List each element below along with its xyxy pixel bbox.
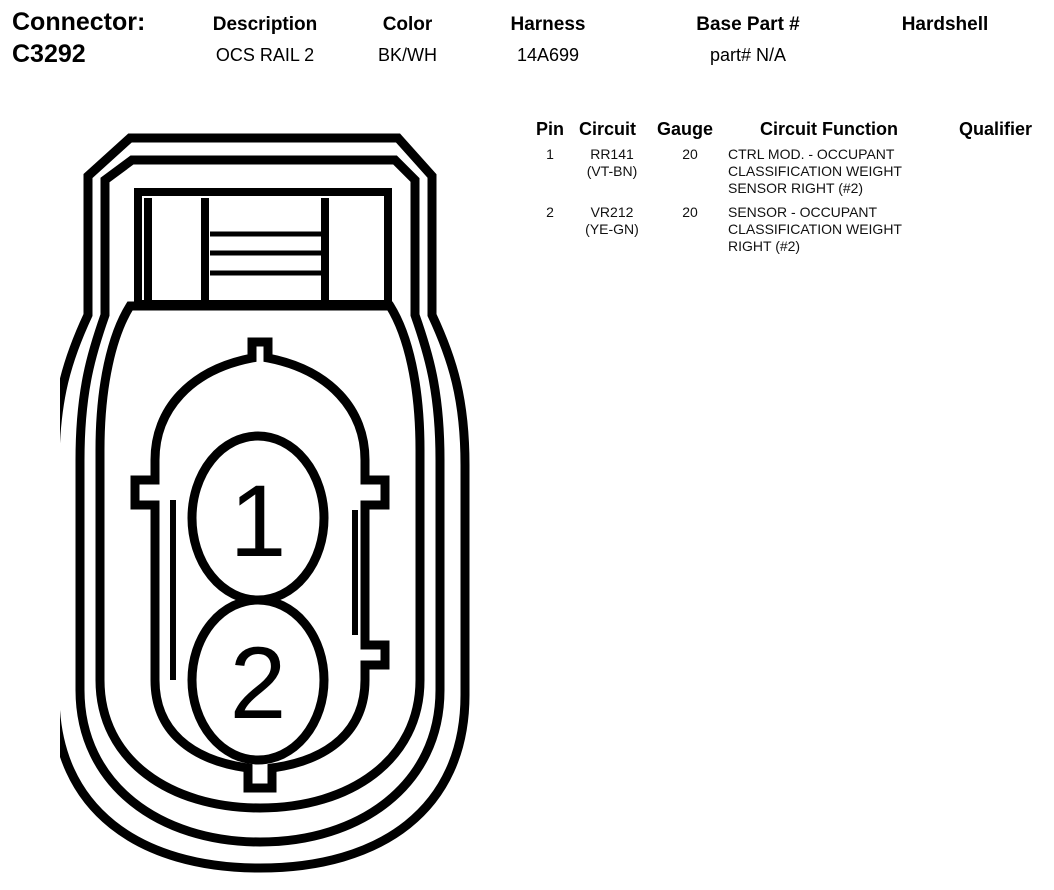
function-column-header: Circuit Function — [760, 119, 898, 139]
connector-face-rim — [95, 301, 425, 813]
outer-shell-outline — [60, 133, 470, 873]
function-line: CLASSIFICATION WEIGHT — [728, 221, 902, 237]
connector-id: C3292 — [12, 40, 86, 68]
function-line: RIGHT (#2) — [728, 238, 801, 254]
pin-column-header: Pin — [536, 119, 565, 139]
function-line: SENSOR RIGHT (#2) — [728, 180, 864, 196]
lock-housing — [134, 188, 392, 308]
color-header: Color — [382, 14, 433, 35]
base-part-value: part# N/A — [709, 45, 787, 65]
function-line: SENSOR - OCCUPANT — [728, 204, 878, 220]
gauge-value: 20 — [682, 204, 698, 220]
pin-2-label: 2 — [230, 626, 287, 740]
function-line: CTRL MOD. - OCCUPANT — [728, 146, 895, 162]
circuit-color: (YE-GN) — [585, 221, 639, 237]
harness-value: 14A699 — [516, 45, 580, 65]
description-value: OCS RAIL 2 — [215, 45, 315, 65]
gauge-column-header: Gauge — [657, 119, 714, 139]
inner-shell-outline — [75, 155, 445, 847]
terminal-cavity-outline — [130, 337, 390, 793]
pin-number: 1 — [546, 146, 554, 162]
description-header: Description — [212, 14, 318, 35]
connector-face-diagram: 1 2 — [60, 133, 470, 873]
pin-number: 2 — [546, 204, 554, 220]
circuit-color: (VT-BN) — [586, 163, 638, 179]
connector-label: Connector: — [12, 8, 146, 36]
circuit-id: RR141 — [590, 146, 634, 162]
circuit-id: VR212 — [590, 204, 634, 220]
function-line: CLASSIFICATION WEIGHT — [728, 163, 902, 179]
circuit-column-header: Circuit — [579, 119, 637, 139]
hardshell-header: Hardshell — [901, 14, 989, 35]
harness-header: Harness — [510, 14, 586, 35]
qualifier-column-header: Qualifier — [959, 119, 1033, 139]
base-part-header: Base Part # — [696, 14, 800, 35]
pin-1-label: 1 — [230, 464, 287, 578]
gauge-value: 20 — [682, 146, 698, 162]
pin-2-cavity — [187, 595, 329, 765]
color-value: BK/WH — [377, 45, 437, 65]
